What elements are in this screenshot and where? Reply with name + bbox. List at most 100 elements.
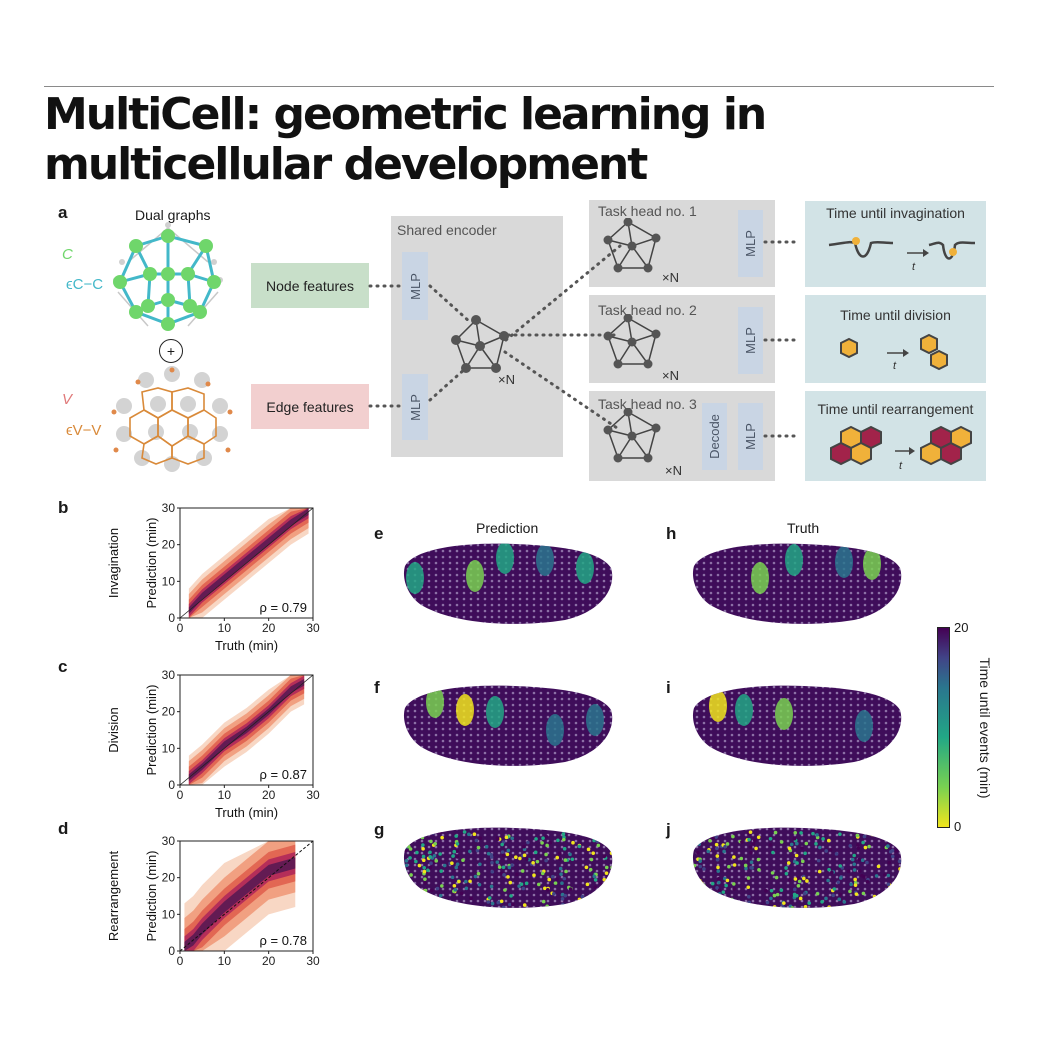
- cell-dot: [792, 887, 797, 892]
- y-tick-label: 0: [168, 944, 175, 958]
- cell-dot: [428, 850, 432, 855]
- cell-dot: [773, 830, 778, 835]
- cell-dot: [799, 831, 803, 835]
- cell-dot: [746, 876, 751, 880]
- cell-dot: [423, 877, 427, 881]
- cell-dot: [756, 835, 761, 840]
- cell-dot: [787, 846, 792, 851]
- cell-dot: [749, 850, 753, 855]
- y-tick-label: 20: [162, 705, 176, 719]
- cell-dot: [593, 885, 598, 890]
- cell-dot: [415, 850, 419, 855]
- cell-dot: [588, 867, 593, 872]
- cell-dot: [800, 859, 805, 864]
- cell-dot: [701, 835, 706, 840]
- cell-dot: [589, 906, 594, 908]
- cell-dot: [841, 909, 845, 913]
- cell-dot: [585, 882, 590, 887]
- cell-dot: [717, 892, 722, 896]
- cell-dot: [490, 870, 495, 874]
- cell-dot: [707, 830, 712, 835]
- encoder-times-n: ×N: [498, 372, 515, 387]
- cell-dot: [593, 878, 598, 882]
- cell-dot: [414, 859, 418, 864]
- svg-text:t: t: [912, 261, 916, 273]
- cell-dot: [716, 869, 721, 873]
- cell-dot: [828, 848, 833, 852]
- cell-dot: [699, 881, 704, 885]
- cell-dot: [423, 888, 428, 893]
- node-features-box: Node features: [251, 263, 369, 308]
- cell-dot: [429, 888, 434, 893]
- top-rule: [44, 86, 994, 87]
- cell-dot: [890, 854, 895, 859]
- prediction-header: Prediction: [476, 520, 539, 536]
- cell-dot: [696, 850, 700, 855]
- x-tick-label: 10: [218, 788, 232, 802]
- cell-dot: [899, 889, 902, 894]
- cell-dot: [860, 873, 864, 878]
- cell-dot: [803, 851, 807, 856]
- cell-dot: [796, 884, 801, 888]
- cell-dot: [856, 846, 861, 851]
- cell-dot: [900, 905, 902, 908]
- panel-a-letter: a: [58, 203, 68, 222]
- cell-dot: [568, 852, 572, 857]
- x-tick-label: 0: [177, 788, 184, 802]
- x-tick-label: 0: [177, 954, 184, 968]
- task-head-3-times-n: ×N: [665, 463, 682, 478]
- event-region: [536, 544, 554, 576]
- cell-dot: [902, 848, 906, 852]
- cell-dot: [486, 851, 491, 856]
- cell-dot: [769, 888, 774, 893]
- cell-dot: [496, 900, 501, 905]
- cell-dot: [486, 900, 491, 904]
- embryo-f: [403, 685, 613, 766]
- cell-dot: [842, 900, 847, 904]
- cell-dot: [595, 839, 600, 844]
- cell-dot: [856, 843, 860, 847]
- cell-dot: [716, 865, 720, 870]
- cell-dot: [564, 869, 568, 874]
- event-region: [546, 714, 564, 746]
- task-head-2-graph-icon: [603, 314, 661, 369]
- cell-dot: [764, 889, 768, 893]
- cell-dot: [440, 884, 444, 888]
- cell-dot: [510, 836, 514, 841]
- identity-line: [179, 507, 314, 619]
- cell-dot: [560, 897, 565, 901]
- cell-dot: [814, 842, 818, 846]
- cell-dot: [837, 897, 842, 902]
- cell-dot: [757, 867, 761, 872]
- cell-dot: [882, 894, 887, 898]
- cell-dot: [872, 894, 877, 899]
- cell-dot: [864, 909, 868, 913]
- cell-dot: [824, 896, 828, 901]
- panel-j-letter: j: [666, 820, 671, 839]
- cell-dot: [750, 905, 755, 908]
- cell-dot: [795, 861, 799, 865]
- cell-dot: [718, 899, 722, 904]
- cell-dot: [848, 889, 852, 894]
- cell-dot: [860, 858, 865, 863]
- cell-dot: [455, 855, 460, 859]
- cell-dot: [487, 896, 492, 900]
- colorbar-max: 20: [954, 620, 969, 635]
- cell-dot: [558, 851, 562, 856]
- event-region: [835, 546, 853, 578]
- cell-dot: [897, 859, 902, 864]
- cell-dot: [419, 900, 424, 905]
- cell-dot: [464, 886, 469, 891]
- task-head-2-mlp: MLP: [738, 307, 763, 374]
- event-region: [486, 696, 504, 728]
- cell-dot: [506, 875, 510, 879]
- plot-frame: [179, 507, 314, 619]
- cell-dot: [854, 907, 859, 908]
- cell-dot: [846, 869, 851, 874]
- cell-dot: [604, 865, 609, 870]
- cell-dot: [786, 861, 791, 865]
- x-axis-label: Truth (min): [215, 638, 278, 653]
- cell-dot: [732, 887, 737, 891]
- embryo-e: [403, 543, 613, 624]
- cell-dot: [769, 896, 773, 901]
